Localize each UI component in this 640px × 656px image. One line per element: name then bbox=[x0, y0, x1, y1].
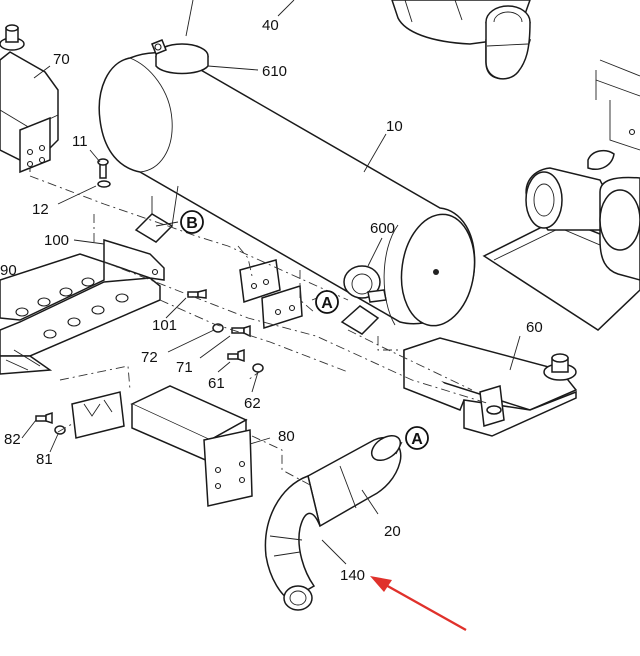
callout-80: 80 bbox=[278, 428, 295, 445]
part-60-bracket bbox=[403, 337, 578, 437]
part-70-bracket bbox=[0, 24, 59, 174]
part-40-assembly bbox=[391, 0, 532, 80]
part-10-muffler bbox=[98, 52, 476, 327]
washer-81 bbox=[54, 425, 66, 435]
marker-b: B bbox=[180, 210, 204, 234]
callout-20: 20 bbox=[384, 523, 401, 540]
part-610-clamp bbox=[151, 39, 209, 75]
marker-a-lower: A bbox=[405, 426, 429, 450]
svg-text:A: A bbox=[321, 295, 333, 312]
callout-62: 62 bbox=[244, 395, 261, 412]
callout-600: 600 bbox=[370, 220, 395, 237]
callout-610: 610 bbox=[262, 63, 287, 80]
bolt-101 bbox=[187, 289, 207, 299]
small-plate-82 bbox=[71, 391, 125, 439]
callout-71: 71 bbox=[176, 359, 193, 376]
bolt-82 bbox=[35, 411, 53, 425]
assembly-centerlines bbox=[29, 175, 491, 487]
highlight-arrow bbox=[370, 576, 467, 632]
right-assembly bbox=[482, 59, 640, 331]
leader-lines bbox=[21, 0, 521, 565]
part-600-clamp bbox=[340, 265, 387, 335]
bolt-11 bbox=[97, 158, 109, 179]
callout-140: 140 bbox=[340, 567, 365, 584]
callout-100: 100 bbox=[44, 232, 69, 249]
callout-101: 101 bbox=[152, 317, 177, 334]
washer-12 bbox=[97, 180, 111, 188]
callout-90: 90 bbox=[0, 262, 17, 279]
callout-labels: 40 70 610 10 11 12 100 600 90 101 60 72 … bbox=[0, 17, 543, 584]
callout-40: 40 bbox=[262, 17, 279, 34]
callout-11: 11 bbox=[72, 133, 88, 150]
bolt-61 bbox=[227, 348, 245, 363]
callout-60: 60 bbox=[526, 319, 543, 336]
b-bracket bbox=[134, 185, 179, 243]
mounting-plates bbox=[239, 259, 303, 330]
callout-70: 70 bbox=[53, 51, 70, 68]
callout-61: 61 bbox=[208, 375, 225, 392]
callout-12: 12 bbox=[32, 201, 49, 218]
part-140-elbow bbox=[264, 475, 321, 611]
svg-text:A: A bbox=[411, 431, 423, 448]
part-20-pipe bbox=[307, 434, 402, 528]
part-80-bracket bbox=[130, 385, 253, 507]
callout-82: 82 bbox=[4, 431, 21, 448]
part-90-frame bbox=[0, 238, 165, 375]
marker-a-upper: A bbox=[315, 290, 339, 314]
svg-text:B: B bbox=[186, 215, 198, 232]
callout-72: 72 bbox=[141, 349, 158, 366]
callout-81: 81 bbox=[36, 451, 53, 468]
callout-10: 10 bbox=[386, 118, 403, 135]
